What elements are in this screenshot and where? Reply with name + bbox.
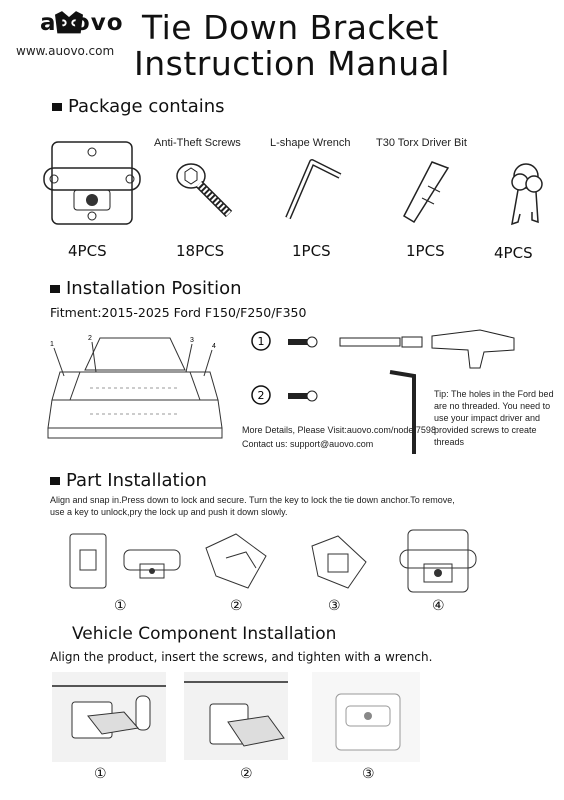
part-step-1-illustration: [69, 533, 181, 589]
l-wrench-icon: [285, 159, 342, 220]
tie-down-bracket-icon: [43, 141, 141, 225]
contact-text[interactable]: Contact us: support@auovo.com: [242, 439, 374, 449]
vehicle-installation-heading: Vehicle Component Installation: [72, 624, 337, 644]
package-item-qty-wrench: 1PCS: [292, 242, 331, 260]
vehicle-installation-description: Align the product, insert the screws, an…: [50, 650, 433, 664]
part-step-2-illustration: [205, 533, 267, 589]
part-step-4-illustration: [399, 529, 477, 593]
part-installation-heading: Part Installation: [50, 470, 207, 491]
part-step-2-number: ②: [230, 598, 243, 614]
svg-text:2: 2: [258, 389, 265, 402]
part-step-1-number: ①: [114, 598, 127, 614]
truck-position-3: 3: [190, 337, 194, 344]
svg-text:1: 1: [258, 335, 265, 348]
package-item-label-wrench: L-shape Wrench: [270, 137, 351, 149]
part-installation-description: Align and snap in.Press down to lock and…: [50, 495, 455, 517]
method-2-badge: 2: [251, 385, 271, 405]
method-1-badge: 1: [251, 331, 271, 351]
package-item-qty-keys: 4PCS: [494, 244, 533, 262]
package-item-qty-bit: 1PCS: [406, 242, 445, 260]
fitment-text: Fitment:2015-2025 Ford F150/F250/F350: [50, 305, 307, 320]
website-url[interactable]: www.auovo.com: [16, 44, 115, 58]
page-title-line1: Tie Down Bracket: [142, 8, 439, 47]
impact-driver-setup-illustration: [288, 329, 515, 369]
auovo-logo-mark-icon: [55, 11, 83, 34]
more-details-text[interactable]: More Details, Please Visit:auovo.com/nod…: [242, 425, 436, 435]
bullet-icon: [50, 477, 60, 485]
vehicle-step-1-number: ①: [94, 766, 107, 782]
package-item-label-bit: T30 Torx Driver Bit: [376, 137, 467, 149]
brand-name: auovo: [40, 10, 124, 36]
part-step-3-number: ③: [328, 598, 341, 614]
truck-position-1: 1: [50, 341, 54, 348]
bullet-icon: [50, 285, 60, 293]
package-item-label-screws: Anti-Theft Screws: [154, 137, 241, 149]
driver-bit-icon: [403, 161, 450, 224]
wrench-setup-illustration: [288, 370, 416, 454]
installation-tip: Tip: The holes in the Ford bed are no th…: [434, 389, 554, 447]
package-heading: Package contains: [52, 96, 225, 117]
bullet-icon: [52, 103, 62, 111]
page-title-line2: Instruction Manual: [134, 44, 451, 83]
vehicle-step-2-illustration: [184, 672, 288, 760]
package-item-qty-bracket: 4PCS: [68, 242, 107, 260]
vehicle-step-2-number: ②: [240, 766, 253, 782]
vehicle-step-3-number: ③: [362, 766, 375, 782]
keys-icon: [511, 163, 543, 226]
vehicle-step-1-illustration: [52, 672, 166, 762]
package-item-qty-screws: 18PCS: [176, 242, 225, 260]
part-step-4-number: ④: [432, 598, 445, 614]
truck-position-2: 2: [88, 335, 92, 342]
vehicle-step-3-illustration: [312, 672, 420, 762]
truck-position-4: 4: [212, 343, 216, 350]
installation-position-heading: Installation Position: [50, 278, 242, 299]
truck-bed-diagram: 1 2 3 4: [47, 335, 223, 439]
part-step-3-illustration: [311, 535, 367, 589]
screw-icon: [176, 163, 233, 218]
